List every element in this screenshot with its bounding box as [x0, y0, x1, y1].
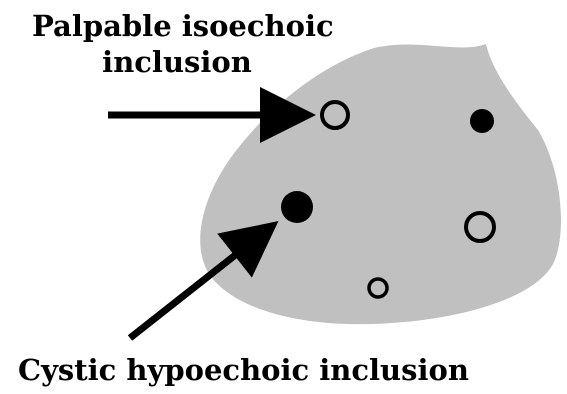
isoechoic-label-line2: inclusion	[32, 44, 322, 80]
isoechoic-label-line1: Palpable isoechoic	[32, 8, 322, 44]
hypoechoic-inclusion-center	[281, 191, 313, 223]
hypoechoic-inclusion-label: Cystic hypoechoic inclusion	[18, 352, 469, 388]
tissue-region	[200, 44, 561, 324]
hypoechoic-inclusion-right	[470, 109, 494, 133]
isoechoic-inclusion-label: Palpable isoechoic inclusion	[32, 8, 322, 80]
